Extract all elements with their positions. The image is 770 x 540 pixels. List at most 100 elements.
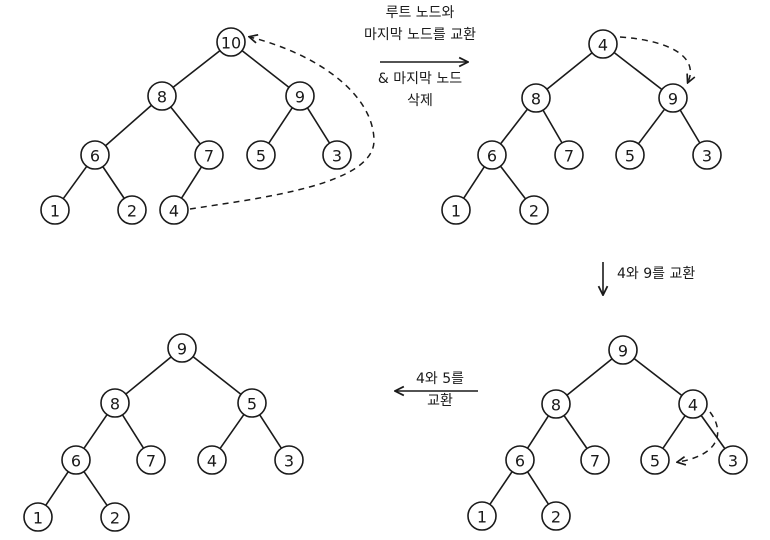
tree-edge [489,471,513,505]
heap-node-value: 5 [650,452,660,471]
tree-edge [566,358,613,396]
heap-node-circle [237,388,267,418]
heap-node-circle [718,445,748,475]
heap-node-value: 1 [50,202,60,221]
tree-edge [563,415,588,449]
tree-edge [219,414,245,449]
tree-edge [526,415,550,449]
heap-node-value: 8 [531,90,541,109]
heap-node-value: 6 [71,452,81,471]
heap-node: 5 [640,445,670,475]
heap-node: 1 [23,502,53,532]
step-1-line-2: 마지막 노드를 교환 [364,27,476,43]
dashed-arrow-last-to-root [189,37,375,210]
step-3-line-1: 4와 5를 [415,371,465,387]
dashed-arrow-root-to-9 [619,36,690,82]
heap-node: 5 [246,140,276,170]
tree-edge [180,166,203,199]
heap-node: 6 [505,445,535,475]
heap-node: 2 [519,195,549,225]
tree-edge [62,165,88,200]
heap-node-value: 7 [590,452,600,471]
tree-edge [268,107,293,144]
heap-node-circle [615,140,645,170]
tree-edge [125,356,172,395]
heap-node-circle [541,389,571,419]
heap-node-value: 4 [598,36,608,55]
heap-node-circle [608,335,638,365]
tree-edge [546,52,593,90]
heap-node-circle [658,83,688,113]
heap-node-circle [678,389,708,419]
heap-node-circle [285,81,315,111]
heap-node: 4 [678,389,708,419]
heap-node: 6 [80,140,110,170]
tree-edge [83,471,108,506]
heap-node-circle [61,445,91,475]
heap-node-circle [541,501,571,531]
heap-node: 1 [441,195,471,225]
heap-node-value: 4 [688,396,698,415]
step-3-label: 4와 5를 교환 [400,368,480,412]
step-1-label: 루트 노드와 마지막 노드를 교환 [335,2,505,46]
heap-node: 8 [541,389,571,419]
heap-node-circle [274,445,304,475]
heap-node-circle [100,388,130,418]
heap-node-circle [117,195,147,225]
heap-node-circle [23,502,53,532]
heap-node-circle [441,195,471,225]
tree-edge [172,49,221,89]
heap-node-circle [519,195,549,225]
heap-node-value: 2 [529,202,539,221]
heap-node: 8 [521,83,551,113]
heap-node-circle [40,195,70,225]
heap-node-circle [505,445,535,475]
heap-node: 4 [159,195,189,225]
heap-node: 4 [588,29,618,59]
heap-node-value: 9 [295,88,305,107]
heap-node: 2 [117,195,147,225]
heap-node-value: 5 [625,147,635,166]
heap-node: 3 [274,445,304,475]
heap-node-value: 9 [668,90,678,109]
tree-edge [102,166,125,199]
tree-edge [462,166,486,199]
heap-node-value: 1 [33,509,43,528]
heap-node: 6 [477,140,507,170]
tree-edge [700,414,726,450]
heap-node-circle [477,140,507,170]
heap-node-value: 6 [90,147,100,166]
heap-node-value: 3 [284,452,294,471]
tree-edge [241,49,290,89]
heap-node: 4 [197,445,227,475]
heap-node-circle [640,445,670,475]
heap-node-value: 9 [177,340,187,359]
heap-node: 3 [322,140,352,170]
heap-node-value: 3 [728,452,738,471]
tree-edge [662,415,686,449]
heap-node: 8 [147,81,177,111]
step-1-line-3: & 마지막 노드 [377,71,463,87]
heap-node-value: 3 [332,147,342,166]
tree-edge [306,107,331,144]
step-1-sublabel: & 마지막 노드 삭제 [345,68,495,112]
tree-edge [170,106,201,145]
heap-node-value: 2 [551,508,561,527]
heap-node: 2 [541,501,571,531]
step-2-label: 4와 9를 교환 [617,266,696,282]
heap-node-circle [554,140,584,170]
heap-node: 3 [692,140,722,170]
heap-node-value: 1 [451,202,461,221]
heap-node: 1 [40,195,70,225]
heap-node: 7 [554,140,584,170]
heap-node-value: 2 [127,202,137,221]
tree-edge [613,51,663,91]
tree-edge [526,471,550,505]
heap-node: 5 [237,388,267,418]
heap-node: 3 [718,445,748,475]
heap-node-circle [100,502,130,532]
tree-edge [542,109,563,144]
tree-edge [104,104,153,147]
heap-node-value: 4 [169,202,179,221]
